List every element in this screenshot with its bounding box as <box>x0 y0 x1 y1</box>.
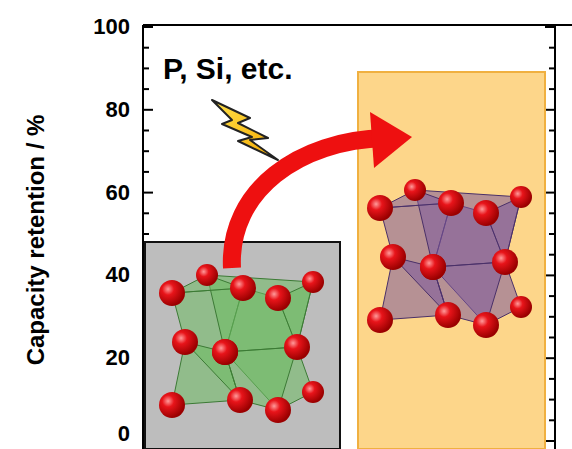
oxygen-atom <box>420 254 446 280</box>
dopant-note: P, Si, etc. <box>163 52 293 86</box>
tick <box>143 88 149 90</box>
tick <box>545 357 555 359</box>
tick <box>549 171 555 173</box>
oxygen-atom <box>473 312 499 338</box>
oxygen-atom <box>510 186 532 208</box>
oxygen-atom <box>438 190 464 216</box>
tick-label: 40 <box>106 262 130 288</box>
oxygen-atom <box>367 195 393 221</box>
tick <box>545 192 555 194</box>
oxygen-atom <box>420 254 446 280</box>
tick <box>549 399 555 401</box>
tick <box>143 26 153 28</box>
tick <box>143 109 153 111</box>
tick <box>143 212 149 214</box>
tick <box>549 378 555 380</box>
tick-label: 80 <box>106 97 130 123</box>
oxygen-atom <box>172 329 198 355</box>
tick <box>549 254 555 256</box>
tick <box>549 233 555 235</box>
tick <box>549 130 555 132</box>
tick <box>549 419 555 421</box>
oxygen-atom <box>302 381 324 403</box>
tick-label: 20 <box>106 345 130 371</box>
oxygen-atom <box>302 271 324 293</box>
oxygen-atom <box>196 264 218 286</box>
oxygen-atom <box>284 334 310 360</box>
tick <box>549 316 555 318</box>
oxygen-atom <box>230 275 256 301</box>
axis-title: Capacity retention / % <box>22 115 50 366</box>
oxygen-atom <box>212 339 238 365</box>
tick <box>143 150 149 152</box>
tick <box>549 47 555 49</box>
bar-before <box>145 242 340 449</box>
oxygen-atom <box>380 244 406 270</box>
tick <box>549 337 555 339</box>
tick-label: 0 <box>118 421 130 447</box>
tick <box>549 295 555 297</box>
oxygen-atom <box>473 200 499 226</box>
oxygen-atom <box>492 249 518 275</box>
oxygen-atom <box>367 307 393 333</box>
tick <box>549 150 555 152</box>
transform-arrowhead <box>370 112 412 168</box>
oxygen-atom <box>510 296 532 318</box>
tick <box>545 440 555 442</box>
oxygen-atom <box>265 397 291 423</box>
lightning-bolt <box>212 100 278 160</box>
crystal-structure-purple <box>367 179 532 338</box>
bar-after <box>358 72 545 449</box>
tick <box>545 26 555 28</box>
tick <box>143 47 149 49</box>
plot-frame <box>143 25 572 449</box>
tick <box>143 192 153 194</box>
tick <box>545 274 555 276</box>
oxygen-atom <box>212 339 238 365</box>
oxygen-atom <box>159 392 185 418</box>
oxygen-atom <box>404 179 426 201</box>
tick <box>143 171 149 173</box>
oxygen-atom <box>227 387 253 413</box>
oxygen-atom <box>159 280 185 306</box>
tick <box>549 67 555 69</box>
tick <box>549 212 555 214</box>
oxygen-atom <box>435 302 461 328</box>
tick-label: 100 <box>93 14 130 40</box>
tick <box>545 109 555 111</box>
tick-label: 60 <box>106 180 130 206</box>
tick <box>143 130 149 132</box>
tick <box>143 67 149 69</box>
tick <box>143 233 149 235</box>
transform-arrow <box>232 138 385 268</box>
crystal-structure-green <box>159 264 324 423</box>
oxygen-atom <box>265 285 291 311</box>
tick <box>549 88 555 90</box>
